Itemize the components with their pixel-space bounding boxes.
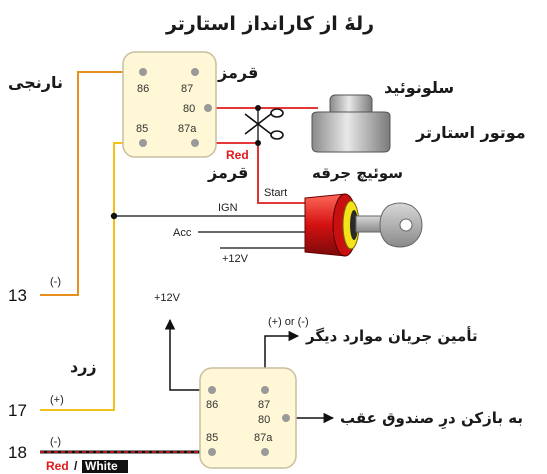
relay-top-pin-80 <box>204 104 212 112</box>
relay-bottom-label-85: 85 <box>206 432 218 444</box>
relay-top-label-87a: 87a <box>178 123 197 135</box>
trunk-release-label: به بازکن درِ صندوق عقب <box>340 409 523 430</box>
ign-label: IGN <box>218 202 238 214</box>
red-white-sep: / <box>74 459 78 473</box>
relay-bottom-pin-87 <box>261 386 269 394</box>
plus12-bottom-label: +12V <box>154 292 181 304</box>
ignition-switch-label: سوئیچ جرقه <box>312 164 403 182</box>
relay-top-pin-87a <box>191 139 199 147</box>
red-white-white: White <box>85 459 118 473</box>
key-icon <box>355 202 423 248</box>
relay-bottom-label-87: 87 <box>258 399 270 411</box>
diagram-title: رلهٔ از کارانداز استارتر <box>165 13 374 35</box>
supply-other-label: تأمین جریان موارد دیگر <box>305 326 478 345</box>
plus12-arrow <box>164 318 212 391</box>
relay-top-label-85: 85 <box>136 123 148 135</box>
terminal-13-number: 13 <box>8 286 27 305</box>
solenoid-label: سلونوئید <box>384 78 454 97</box>
red-wire-to-start <box>195 142 305 204</box>
relay-bottom-pin-80 <box>282 414 290 422</box>
solenoid-icon <box>311 94 391 153</box>
relay-bottom-label-86: 86 <box>206 399 218 411</box>
relay-bottom-pin-87a <box>261 448 269 456</box>
ignition-switch-icon <box>304 193 360 257</box>
relay-bottom: 86 87 80 85 87a <box>199 367 297 469</box>
orange-wire-label: نارنجی <box>8 73 63 92</box>
ign-junction-dot <box>110 212 118 220</box>
relay-top: 86 87 80 85 87a <box>122 51 217 158</box>
plus12-switch-label: +12V <box>222 253 249 265</box>
terminal-18-number: 18 <box>8 443 27 462</box>
relay-top-label-87: 87 <box>181 83 193 95</box>
orange-wire <box>40 71 143 296</box>
junction-bottom <box>255 140 261 146</box>
relay-top-pin-87 <box>191 68 199 76</box>
red-english-label: Red <box>226 148 249 162</box>
red-white-label: Red / White <box>46 459 128 473</box>
relay-bottom-pin-86 <box>208 386 216 394</box>
terminal-13-polarity: (-) <box>50 276 61 288</box>
relay-bottom-pin-85 <box>208 448 216 456</box>
junction-top <box>255 105 261 111</box>
terminal-17-polarity: (+) <box>50 394 64 406</box>
scissors-icon <box>244 108 284 140</box>
yellow-wire-label: زرد <box>70 357 97 376</box>
terminal-17-number: 17 <box>8 401 27 420</box>
red-wire-label-top: قرمز <box>217 63 258 82</box>
starter-motor-label: موتور استارتر <box>415 123 526 142</box>
relay-top-pin-85 <box>139 139 147 147</box>
start-label: Start <box>264 187 287 199</box>
relay-bottom-label-87a: 87a <box>254 432 273 444</box>
red-wire-label: قرمز <box>207 163 248 182</box>
relay-top-pin-86 <box>139 68 147 76</box>
relay-top-label-80: 80 <box>183 103 195 115</box>
relay-top-label-86: 86 <box>137 83 149 95</box>
terminal-18-polarity: (-) <box>50 436 61 448</box>
supply-arrow <box>264 330 300 378</box>
relay-bottom-label-80: 80 <box>258 414 270 426</box>
plus-minus-label: (+) or (-) <box>268 316 309 328</box>
red-white-red: Red <box>46 459 69 473</box>
acc-label: Acc <box>173 227 192 239</box>
